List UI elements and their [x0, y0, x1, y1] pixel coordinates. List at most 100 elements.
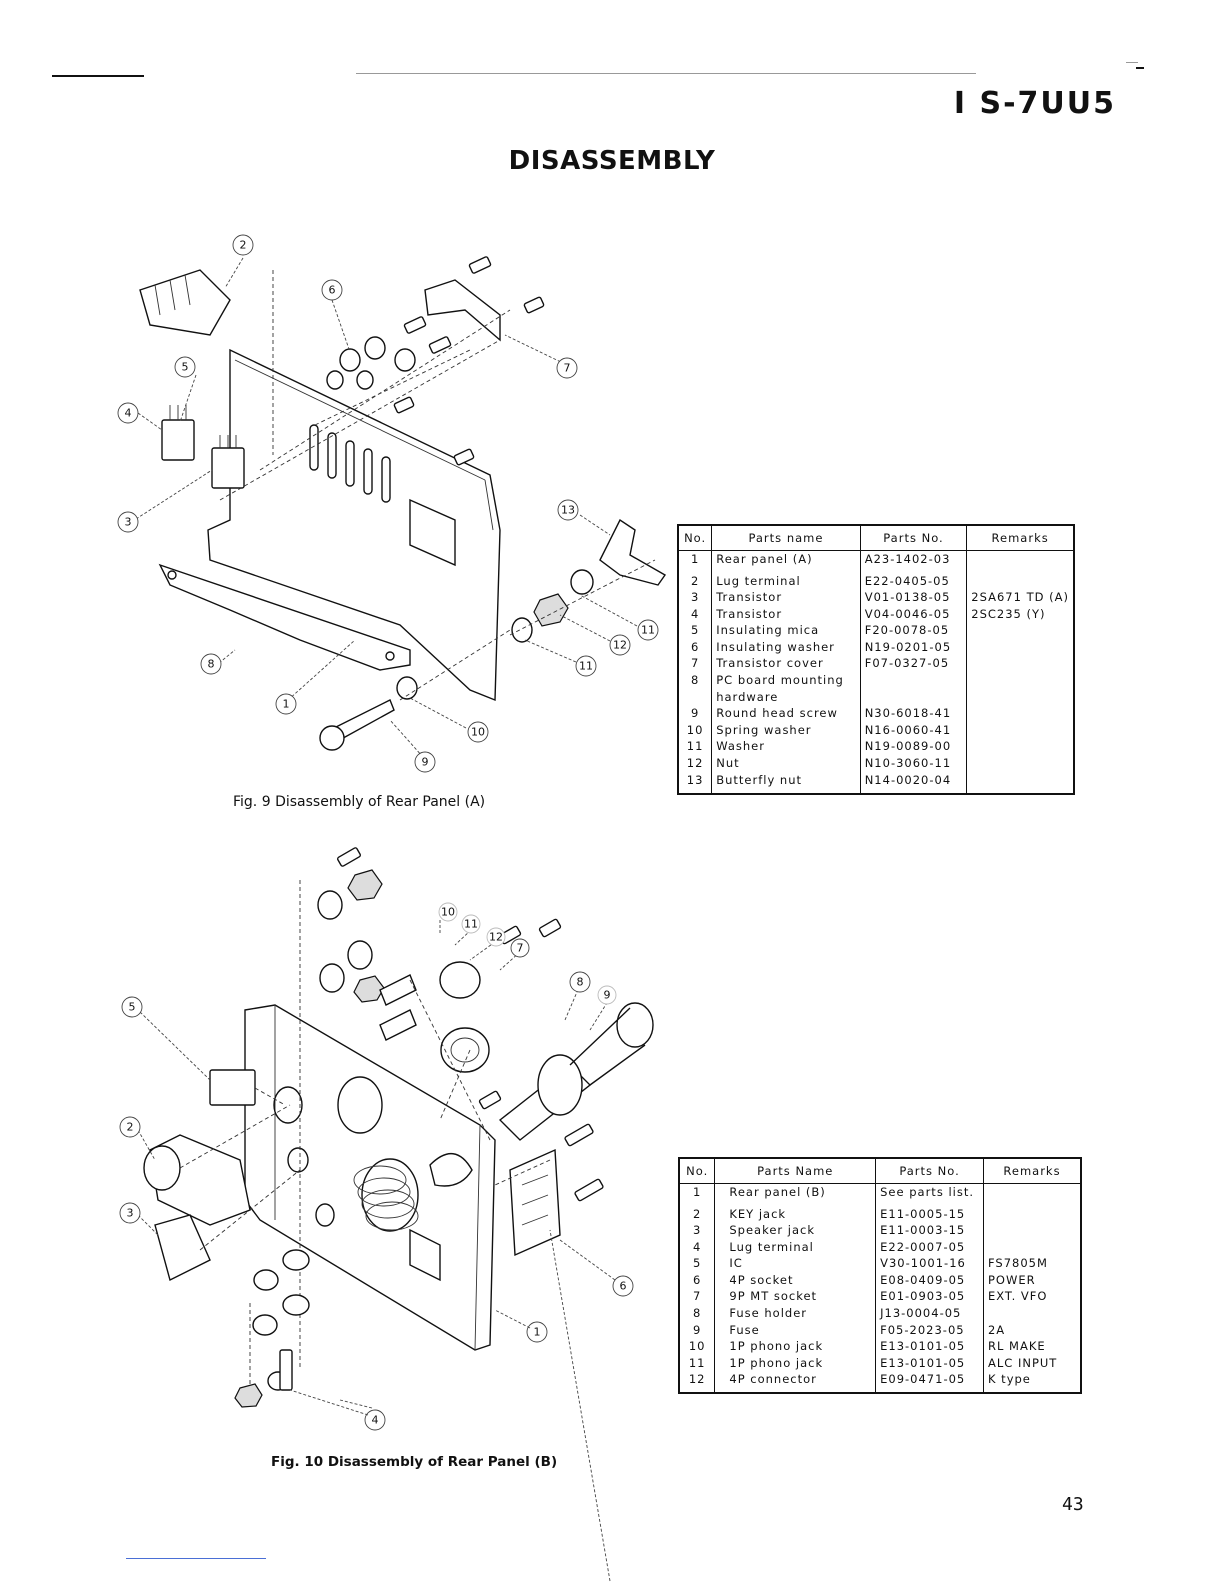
header-rule-right-mark [1126, 62, 1138, 63]
cell-no: 3 [678, 1222, 716, 1239]
cell-name: 4P connector [714, 1371, 877, 1394]
cell-part: E22-0405-05 [859, 572, 968, 590]
cell-remarks: POWER [982, 1271, 1082, 1289]
figure-9-caption: Fig. 9 Disassembly of Rear Panel (A) [233, 794, 486, 810]
cell-part: E08-0409-05 [875, 1271, 984, 1289]
cell-name: Transistor [711, 589, 861, 606]
cell-no: 10 [677, 721, 713, 739]
cell-part: N19-0201-05 [859, 638, 968, 656]
lug-terminal-4 [279, 1349, 293, 1391]
page-title: DISASSEMBLY [508, 146, 716, 176]
butterfly-nut [599, 518, 667, 586]
svg-text:3: 3 [127, 1207, 134, 1220]
pc-board-bracket [158, 563, 411, 671]
cell-part: N14-0020-04 [859, 771, 968, 794]
cell-part: E11-0003-15 [875, 1222, 984, 1239]
cell-name: Fuse [714, 1321, 877, 1339]
figure-10-caption: Fig. 10 Disassembly of Rear Panel (B) [271, 1454, 558, 1470]
callout-10: 10 [438, 902, 458, 922]
cell-no: 3 [677, 589, 713, 606]
cell-no: 9 [677, 705, 713, 722]
cell-name: Rear panel (B) [714, 1183, 877, 1206]
svg-text:13: 13 [561, 504, 575, 517]
cell-remarks: RL MAKE [982, 1338, 1082, 1355]
col-header-parts-no: Parts No. [875, 1157, 984, 1184]
cell-part: V30-1001-16 [875, 1255, 984, 1272]
callout-11: 11 [461, 914, 481, 934]
svg-text:12: 12 [489, 931, 503, 944]
svg-text:3: 3 [125, 516, 132, 529]
cell-remarks: 2SC235 (Y) [966, 605, 1075, 623]
svg-text:2: 2 [127, 1121, 134, 1134]
callout-5: 5 [121, 996, 143, 1018]
cell-no: 7 [677, 655, 713, 673]
cell-part [859, 688, 968, 706]
svg-text:11: 11 [641, 624, 655, 637]
svg-text:6: 6 [620, 1280, 627, 1293]
cell-no: 10 [678, 1338, 716, 1355]
svg-text:11: 11 [579, 660, 593, 673]
cell-remarks: K type [982, 1371, 1082, 1394]
cell-no: 9 [678, 1321, 716, 1339]
col-header-no: No. [677, 524, 713, 551]
cell-no: 11 [677, 738, 713, 756]
callout-6: 6 [321, 279, 343, 301]
cell-name: Insulating mica [711, 622, 861, 639]
cell-name: Insulating washer [711, 638, 861, 656]
model-id: I S-7UU5 [953, 86, 1116, 121]
mt-socket-9p [439, 961, 481, 999]
cell-name: Round head screw [711, 705, 861, 722]
socket-4p-power [509, 1148, 561, 1257]
cell-remarks [966, 550, 1075, 573]
cell-part [859, 672, 968, 689]
cell-remarks [966, 672, 1075, 689]
cell-part: E13-0101-05 [875, 1338, 984, 1355]
cell-name: Lug terminal [714, 1238, 877, 1256]
cell-remarks [982, 1238, 1082, 1256]
cell-name: Nut [711, 755, 861, 772]
cell-no: 8 [677, 672, 713, 689]
cell-no: 12 [678, 1371, 716, 1394]
lug-terminal [139, 269, 231, 336]
col-header-remarks: Remarks [982, 1157, 1082, 1184]
cell-no: 1 [678, 1183, 716, 1206]
svg-text:7: 7 [517, 942, 524, 955]
cell-no: 4 [678, 1238, 716, 1256]
cell-no: 1 [677, 550, 713, 573]
transistor-4 [161, 419, 195, 461]
header-rule-center [356, 73, 976, 74]
callout-8: 8 [569, 971, 591, 993]
cell-name: 9P MT socket [714, 1288, 877, 1306]
cell-remarks: 2SA671 TD (A) [966, 589, 1075, 606]
svg-text:9: 9 [422, 756, 429, 769]
cell-no: 8 [678, 1305, 716, 1322]
callout-2: 2 [119, 1116, 141, 1138]
col-header-parts-name: Parts name [711, 524, 861, 551]
cell-part: V04-0046-05 [859, 605, 968, 623]
cell-no: 12 [677, 755, 713, 772]
phono-jack-11 [379, 1009, 417, 1041]
cell-remarks: FS7805M [982, 1255, 1082, 1272]
callout-8: 8 [200, 653, 222, 675]
callout-1: 1 [275, 693, 297, 715]
svg-text:11: 11 [464, 918, 478, 931]
cell-name: Fuse holder [714, 1305, 877, 1322]
cell-part: E22-0007-05 [875, 1238, 984, 1256]
fig9-callouts: 2 6 7 5 4 3 13 11 12 11 8 1 10 9 [117, 234, 659, 773]
svg-text:7: 7 [564, 362, 571, 375]
cell-part: See parts list. [875, 1183, 984, 1206]
callout-4: 4 [117, 402, 139, 424]
cell-part: F07-0327-05 [859, 655, 968, 673]
cell-name: Butterfly nut [711, 771, 861, 794]
